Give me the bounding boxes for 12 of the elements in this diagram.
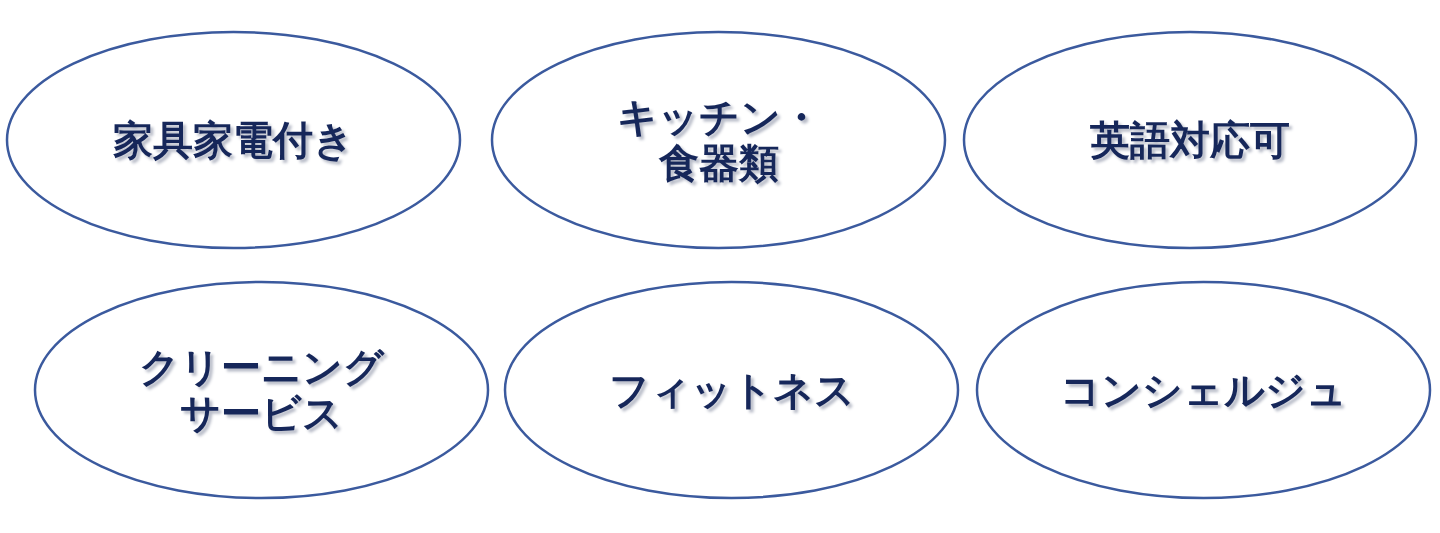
feature-label: キッチン・食器類 [615,94,822,186]
feature-ellipse [490,30,947,250]
feature-label: コンシェルジュ [1059,367,1348,413]
feature-label: クリーニングサービス [138,344,386,436]
feature-ellipse [975,280,1432,500]
feature-ellipse [962,30,1418,250]
feature-ellipse [33,280,490,500]
feature-ellipse [503,280,960,500]
feature-label: 英語対応可 [1089,117,1291,163]
feature-label: 家具家電付き [112,117,355,163]
feature-ellipse [5,30,462,250]
feature-label: フィットネス [607,367,856,413]
